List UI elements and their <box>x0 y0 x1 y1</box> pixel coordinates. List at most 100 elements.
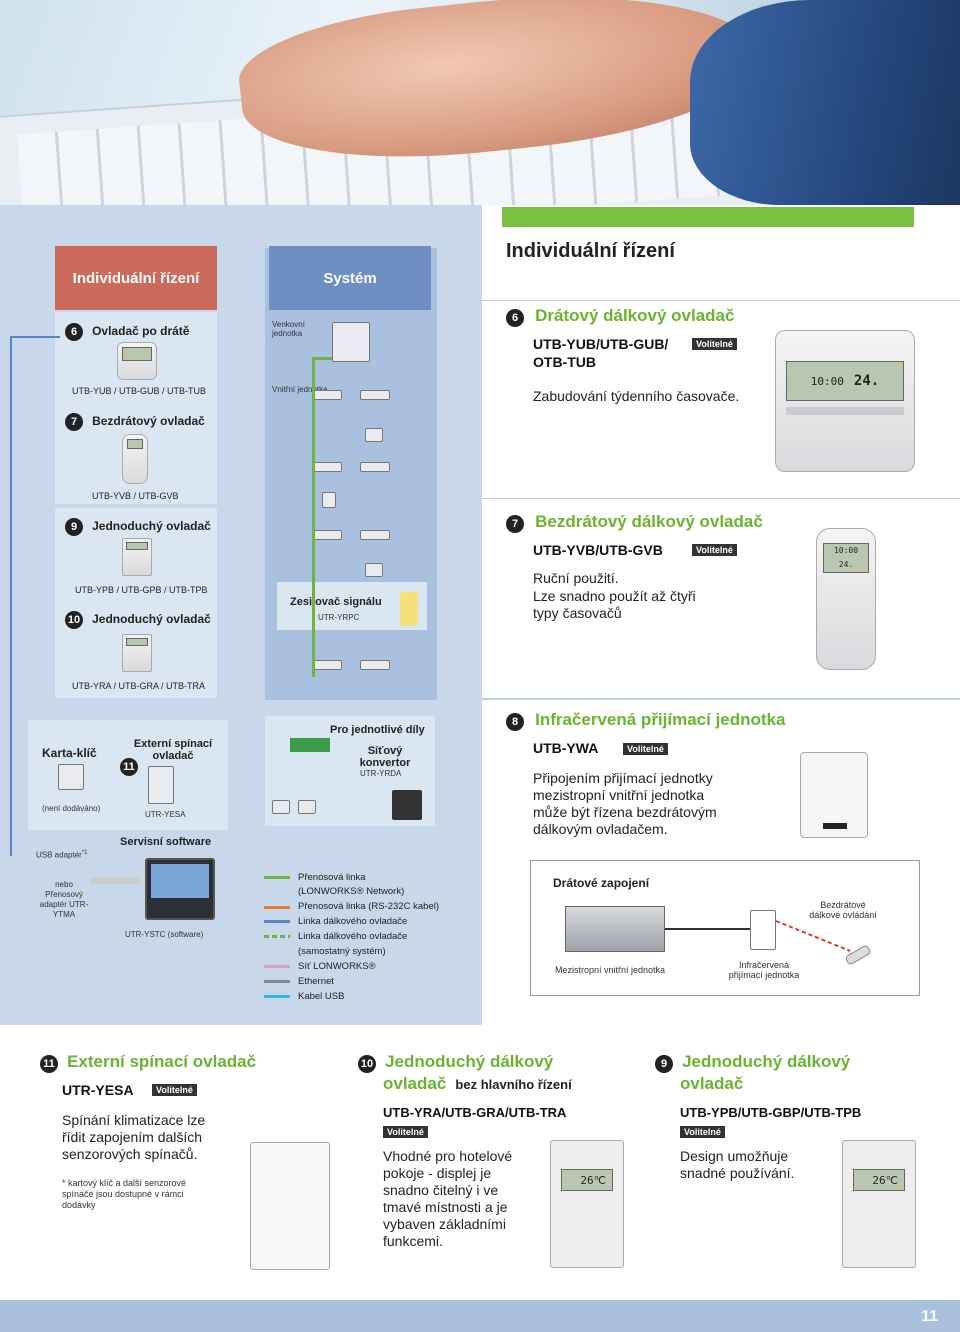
item11-model: UTR-YESA <box>145 810 186 819</box>
item11-number: 11 <box>120 755 138 776</box>
section-7 <box>482 498 960 678</box>
external-switch-photo <box>250 1142 330 1270</box>
wireless-remote-photo: 10:00 24. <box>816 528 876 670</box>
c9-desc-1: Design umožňuje <box>680 1148 789 1164</box>
c9-heading2: ovladač <box>680 1074 744 1093</box>
simple-controller-9-photo: 26℃ <box>842 1140 916 1268</box>
legend-swatch <box>264 876 290 879</box>
number-badge: 10 <box>65 611 83 629</box>
c11-note-1: * kartový klíč a další senzorové <box>62 1178 187 1188</box>
keycard-note: (není dodáváno) <box>42 804 101 813</box>
indoor-unit-image <box>312 660 342 670</box>
usb-adapter-image <box>90 878 140 884</box>
page-number: 11 <box>921 1308 938 1325</box>
header-photo <box>0 0 960 205</box>
s7-desc1: Ruční použití. <box>533 570 619 586</box>
item7-row: 7 Bezdrátový ovladač <box>65 410 205 431</box>
item9-label: Jednoduchý ovladač <box>92 519 211 533</box>
c11-desc-3: senzorových spínačů. <box>62 1146 198 1162</box>
simple-controller-10-photo: 26℃ <box>550 1140 624 1268</box>
legend-text: Přenosová linka (RS-232C kabel) <box>298 901 439 912</box>
indoor-unit-image <box>360 530 390 540</box>
ir-receiver-photo <box>800 752 868 838</box>
wiring-title: Drátové zapojení <box>553 876 650 890</box>
c11-note-3: dodávky <box>62 1200 96 1210</box>
right-title: Individuální řízení <box>506 240 675 262</box>
s7-heading: Bezdrátový dálkový ovladač <box>535 512 763 531</box>
c11-model: UTR-YESA <box>62 1082 134 1098</box>
c10-desc-1: Vhodné pro hotelové <box>383 1148 513 1164</box>
wiring-unit-label: Mezistropní vnitřní jednotka <box>555 965 666 975</box>
s6-badge: Volitelné <box>692 338 737 350</box>
legend-text: Linka dálkového ovladače <box>298 916 408 927</box>
s6-desc: Zabudování týdenního časovače. <box>533 388 740 404</box>
wire <box>665 928 750 930</box>
legend-swatch <box>264 980 290 983</box>
s6-display-temp: 24. <box>853 373 880 389</box>
c10-desc-3: snadno čitelný i ve <box>383 1182 499 1198</box>
keycard-label: Karta-klíč <box>42 746 97 760</box>
item9-models: UTB-YPB / UTB-GPB / UTB-TPB <box>75 585 208 595</box>
service-label: Servisní software <box>120 836 212 848</box>
s7-display-temp: 24. <box>838 560 854 569</box>
s7-display-time: 10:00 <box>833 546 859 555</box>
network-label: Síťový konvertor <box>359 745 411 769</box>
item6-row: 6 Ovladač po drátě <box>65 320 189 341</box>
legend-swatch <box>264 906 290 909</box>
laptop-image <box>145 858 215 920</box>
item6-models: UTB-YUB / UTB-GUB / UTB-TUB <box>72 386 207 396</box>
number-badge: 6 <box>65 323 83 341</box>
legend-text: Linka dálkového ovladače <box>298 931 408 942</box>
keycard-image <box>58 764 84 790</box>
legend-swatch <box>264 920 290 923</box>
item7-label: Bezdrátový ovladač <box>92 414 205 428</box>
c10-desc-2: pokoje - displej je <box>383 1165 492 1181</box>
c10-desc-4: tmavé místnosti a je <box>383 1199 508 1215</box>
bottom-section <box>0 1025 960 1300</box>
c11-note-2: spínače jsou dostupné v rámci <box>62 1189 184 1199</box>
c10-heading-suffix: bez hlavního řízení <box>455 1077 572 1092</box>
s7-desc3: typy časovačů <box>533 605 622 621</box>
s6-heading-row: 6 Drátový dálkový ovladač <box>506 306 734 327</box>
legend-text: Ethernet <box>298 976 334 987</box>
amplifier-model: UTR-YRPC <box>318 613 360 622</box>
indoor-unit-label: Vnitřní jednotka <box>272 385 328 394</box>
s8-desc-1: Připojením přijímací jednotky <box>533 770 713 786</box>
c10-display: 26℃ <box>561 1169 613 1191</box>
c10-heading-row: 10 Jednoduchý dálkový <box>358 1052 553 1073</box>
number-badge: 9 <box>65 518 83 536</box>
number-badge: 7 <box>65 413 83 431</box>
legend-swatch <box>264 965 290 968</box>
c9-heading1: Jednoduchý dálkový <box>682 1052 851 1071</box>
wired-controller-photo: 10:00 24. <box>775 330 915 472</box>
item9-row: 9 Jednoduchý ovladač <box>65 515 211 536</box>
legend-text: Přenosová linka <box>298 872 366 883</box>
simple-controller-image <box>122 538 152 576</box>
outdoor-unit-image <box>332 322 370 362</box>
left-title: Individuální řízení <box>55 246 217 310</box>
c10-heading2: ovladač <box>383 1074 447 1093</box>
controller-icon <box>298 800 316 814</box>
s6-heading: Drátový dálkový ovladač <box>535 306 735 325</box>
divider <box>482 698 960 700</box>
s6-model1: UTB-YUB/UTB-GUB/ <box>533 336 669 352</box>
s7-heading-row: 7 Bezdrátový dálkový ovladač <box>506 512 763 533</box>
line <box>10 336 12 856</box>
item10-row: 10 Jednoduchý ovladač <box>65 608 211 629</box>
item6-label: Ovladač po drátě <box>92 324 190 338</box>
s7-badge: Volitelné <box>692 544 737 556</box>
service-model: UTR-YSTC (software) <box>125 930 204 939</box>
line <box>312 357 315 677</box>
legend-swatch <box>264 935 290 938</box>
s8-badge: Volitelné <box>623 743 668 755</box>
indoor-unit-image <box>360 660 390 670</box>
outdoor-unit-label: Venkovní jednotka <box>272 320 305 338</box>
c10-heading2-row: ovladač bez hlavního řízení <box>383 1074 572 1094</box>
network-model: UTR-YRDA <box>360 769 402 778</box>
line <box>10 336 60 338</box>
s8-heading: Infračervená přijímací jednotka <box>535 710 786 729</box>
usb-alt: nebo Přenosový adaptér UTR-YTMA <box>39 880 89 919</box>
s8-desc-2: mezistropní vnitřní jednotka <box>533 787 705 803</box>
indoor-unit-image <box>360 390 390 400</box>
